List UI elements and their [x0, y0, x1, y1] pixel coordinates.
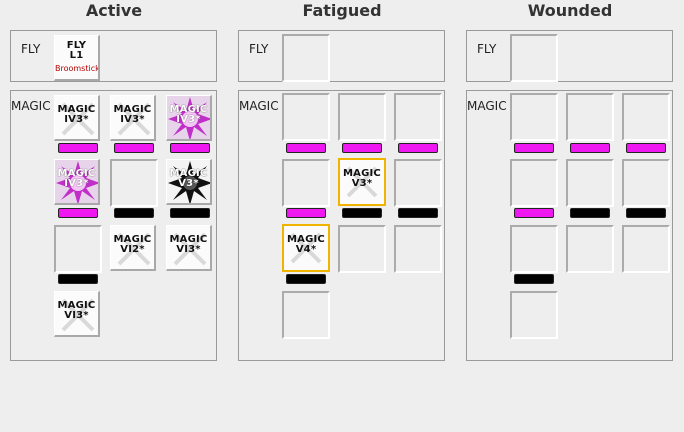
empty-slot[interactable]: [282, 291, 330, 339]
status-bar: [286, 274, 326, 284]
crossed-swords-icon: [61, 298, 95, 332]
empty-slot[interactable]: [510, 291, 558, 339]
fatigued-fly-panel: [238, 30, 445, 82]
magic-burst-icon: [56, 161, 98, 203]
status-bar: [58, 143, 98, 153]
dark-burst-icon: [168, 161, 210, 203]
status-bar: [514, 208, 554, 218]
status-bar: [342, 143, 382, 153]
status-bar: [626, 143, 666, 153]
status-bar: [58, 208, 98, 218]
crossed-swords-icon: [346, 166, 378, 198]
column-title-active: Active: [85, 1, 143, 20]
status-bar: [286, 208, 326, 218]
empty-slot[interactable]: [394, 225, 442, 273]
active-fly-panel: [10, 30, 217, 82]
wounded-magic-label: MAGIC: [467, 99, 507, 113]
status-bar: [114, 208, 154, 218]
empty-slot[interactable]: [510, 225, 558, 273]
status-bar: [58, 274, 98, 284]
crossed-swords-icon: [173, 232, 207, 266]
empty-slot[interactable]: [282, 159, 330, 207]
empty-slot[interactable]: [622, 225, 670, 273]
magic-burst-icon: [168, 97, 210, 139]
status-bar: [170, 208, 210, 218]
empty-slot[interactable]: [282, 34, 330, 82]
empty-slot[interactable]: [54, 225, 102, 273]
status-bar: [514, 274, 554, 284]
empty-slot[interactable]: [338, 93, 386, 141]
fatigued-magic-label: MAGIC: [239, 99, 279, 113]
active-magic-label: MAGIC: [11, 99, 51, 113]
status-bar: [570, 143, 610, 153]
status-bar: [114, 143, 154, 153]
status-bar: [398, 143, 438, 153]
empty-slot[interactable]: [338, 225, 386, 273]
status-bar: [286, 143, 326, 153]
active-fly-label: FLY: [21, 42, 41, 56]
empty-slot[interactable]: [394, 159, 442, 207]
empty-slot[interactable]: [510, 93, 558, 141]
wounded-fly-panel: [466, 30, 673, 82]
wounded-fly-label: FLY: [477, 42, 497, 56]
status-bar: [570, 208, 610, 218]
crossed-swords-icon: [117, 232, 151, 266]
empty-slot[interactable]: [566, 225, 614, 273]
empty-slot[interactable]: [510, 159, 558, 207]
status-bar: [342, 208, 382, 218]
chit-fly-sub: Broomstick: [55, 64, 100, 73]
empty-slot[interactable]: [110, 159, 158, 207]
empty-slot[interactable]: [566, 159, 614, 207]
fatigued-fly-label: FLY: [249, 42, 269, 56]
empty-slot[interactable]: [622, 159, 670, 207]
column-title-fatigued: Fatigued: [302, 1, 382, 20]
empty-slot[interactable]: [622, 93, 670, 141]
empty-slot[interactable]: [394, 93, 442, 141]
crossed-swords-icon: [290, 232, 322, 264]
empty-slot[interactable]: [510, 34, 558, 82]
status-bar: [398, 208, 438, 218]
crossed-swords-icon: [117, 102, 151, 136]
crossed-swords-icon: [61, 102, 95, 136]
column-title-wounded: Wounded: [527, 1, 613, 20]
empty-slot[interactable]: [566, 93, 614, 141]
status-bar: [514, 143, 554, 153]
status-bar: [170, 143, 210, 153]
status-bar: [626, 208, 666, 218]
empty-slot[interactable]: [282, 93, 330, 141]
